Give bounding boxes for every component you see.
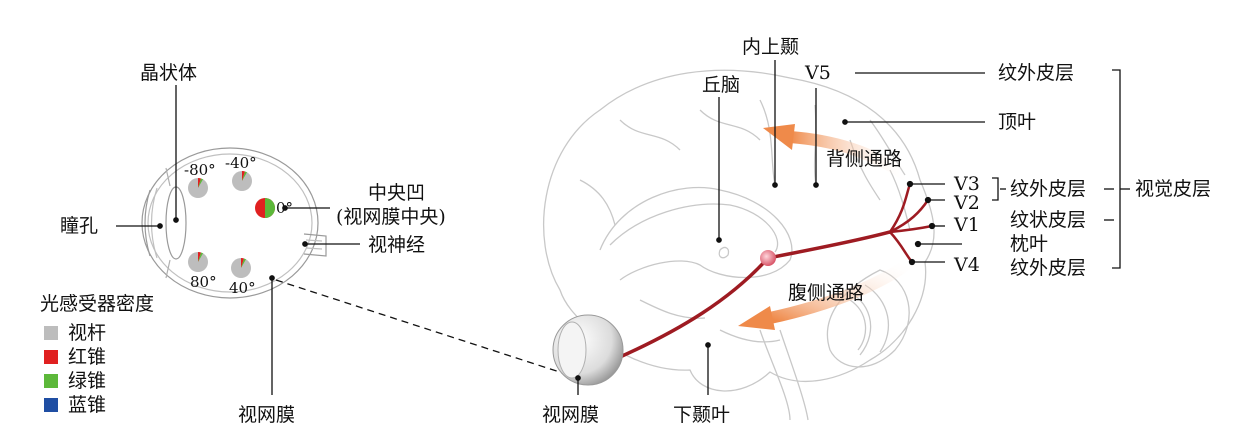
brainstem: [759, 329, 809, 421]
v3-label: V3: [954, 173, 980, 195]
receptor-pie-m40: [232, 171, 252, 191]
optic-nerve-label: 视神经: [368, 234, 426, 256]
corpus-callosum: [599, 186, 793, 281]
legend-item-green-cones: 绿锥: [44, 370, 106, 392]
inferior-temporal-label: 下颞叶: [673, 404, 731, 426]
legend-item-label: 视杆: [68, 322, 107, 344]
receptor-pie-80: [188, 252, 208, 272]
retina-layer: [147, 153, 313, 293]
cornea: [144, 189, 151, 257]
optic-pathway: [619, 183, 933, 359]
dorsal-stream-label: 背侧通路: [826, 148, 903, 170]
ventral-stream-label: 腹侧通路: [788, 282, 865, 304]
red-cone-swatch: [44, 350, 58, 364]
dorsal-stream-arrow: [763, 124, 914, 183]
v5-label: V5: [805, 62, 831, 84]
angle-label-0: 0°: [276, 199, 294, 217]
mst-label: 内上颞: [742, 36, 800, 58]
legend-item-label: 蓝锥: [68, 394, 107, 416]
green-cone-swatch: [44, 374, 58, 388]
extrastriate-bottom-label: 纹外皮层: [1010, 257, 1087, 279]
lens-label: 晶状体: [140, 62, 198, 84]
retina-label-brain: 视网膜: [542, 404, 600, 426]
thalamus-label: 丘脑: [702, 74, 741, 96]
rod-swatch: [44, 326, 58, 340]
receptor-pie-0: [255, 198, 275, 218]
eyeball-3d: [552, 314, 624, 386]
receptor-pie-m80: [188, 178, 208, 198]
visual-cortex-label: 视觉皮层: [1135, 178, 1212, 200]
optic-nerve-shape: [303, 233, 327, 257]
eyeball-outline: [141, 147, 319, 299]
receptor-pie-40: [231, 258, 251, 278]
legend-item-label: 红锥: [68, 346, 107, 368]
retina-label-eye: 视网膜: [238, 404, 296, 426]
legend-item-red-cones: 红锥: [44, 346, 106, 368]
parietal-label: 顶叶: [998, 111, 1037, 133]
extrastriate-top-label: 纹外皮层: [998, 62, 1075, 84]
blue-cone-swatch: [44, 398, 58, 412]
lgn-node: [760, 250, 776, 266]
legend-item-rods: 视杆: [44, 322, 106, 344]
fovea-label-line1: 中央凹: [368, 182, 426, 204]
v4-label: V4: [954, 254, 980, 276]
brain-leader-lines: [575, 60, 985, 395]
angle-label-40: 40°: [229, 279, 256, 297]
pupil-label: 瞳孔: [60, 215, 99, 237]
angle-label-80: 80°: [190, 273, 217, 291]
occipital-label: 枕叶: [1010, 233, 1049, 255]
v1-label: V1: [954, 214, 980, 236]
legend-title: 光感受器密度: [40, 293, 155, 315]
v2-label: V2: [954, 192, 980, 214]
angle-label-m40: -40°: [225, 154, 257, 172]
striate-label: 纹状皮层: [1010, 209, 1087, 231]
cortex-brackets: [992, 69, 1130, 269]
legend-item-label: 绿锥: [68, 370, 107, 392]
extrastriate-mid-label: 纹外皮层: [1010, 178, 1087, 200]
ventral-stream-arrow: [738, 257, 914, 330]
angle-label-m80: -80°: [184, 161, 216, 179]
eye-leader-lines: [116, 85, 579, 395]
fovea-label-line2: (视网膜中央): [336, 206, 446, 228]
legend-item-blue-cones: 蓝锥: [44, 394, 106, 416]
